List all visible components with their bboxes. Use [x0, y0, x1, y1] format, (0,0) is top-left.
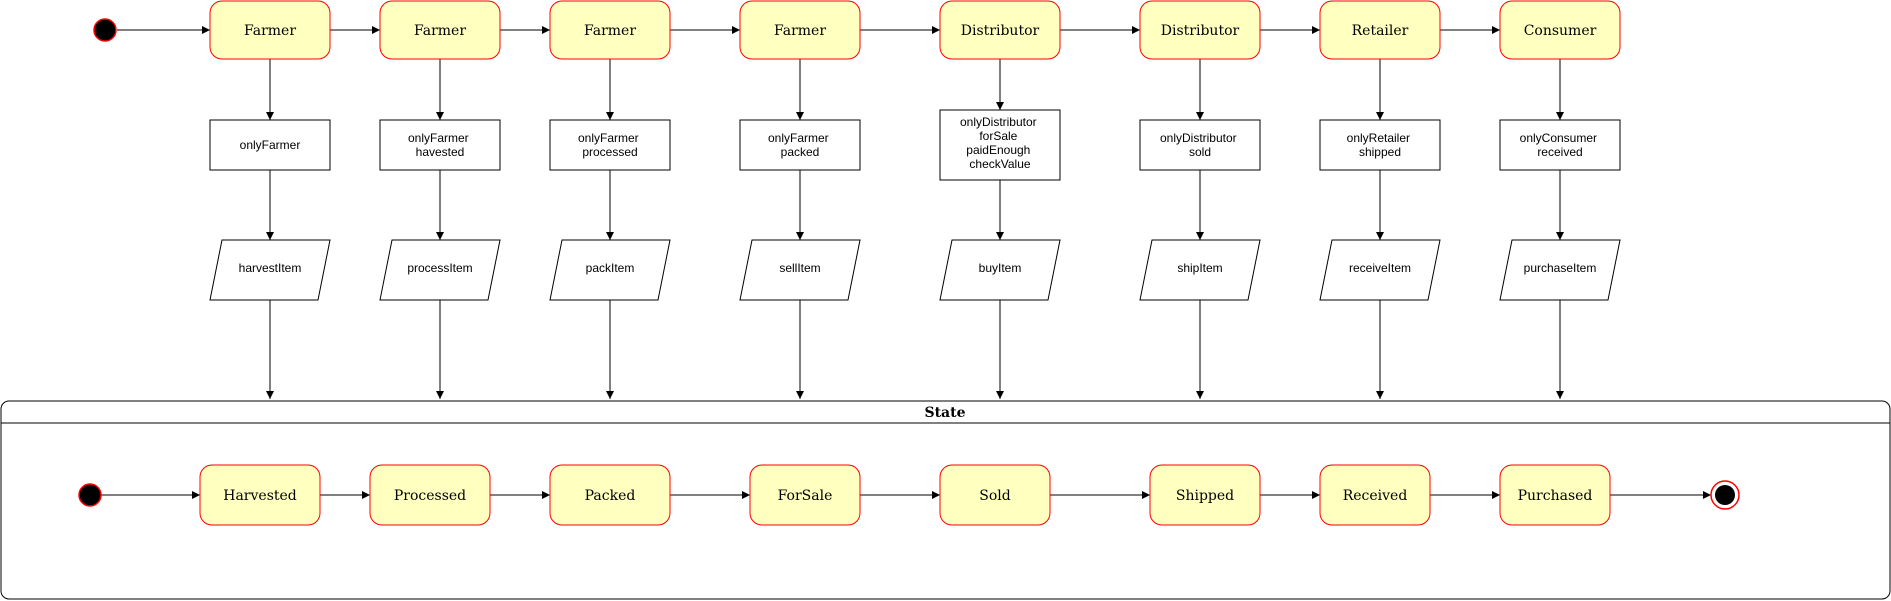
svg-text:onlyFarmer: onlyFarmer [240, 138, 301, 152]
function-7-label: receiveItem [1349, 261, 1411, 275]
top-start-node [93, 18, 117, 42]
actor-3: Farmer [549, 0, 671, 60]
actor-5: Distributor [939, 0, 1061, 60]
function-6-label: shipItem [1177, 261, 1222, 275]
guard-2-line-2: havested [416, 145, 465, 159]
actor-1: Farmer [209, 0, 331, 60]
guard-8: onlyConsumer received [1499, 119, 1621, 171]
guard-4: onlyFarmer packed [739, 119, 861, 171]
function-4-label: sellItem [779, 261, 820, 275]
guard-7-line-2: shipped [1359, 145, 1401, 159]
actor-7: Retailer [1319, 0, 1441, 60]
svg-text:onlyFarmer havested: onlyFarmer havested [408, 131, 472, 159]
guard-6-line-2: sold [1189, 145, 1211, 159]
guard-5-line-2: forSale [979, 129, 1017, 143]
guard-8-line-1: onlyConsumer [1520, 131, 1597, 145]
actor-6: Distributor [1139, 0, 1261, 60]
guard-2: onlyFarmer havested [379, 119, 501, 171]
state-7-label: Received [1343, 488, 1408, 504]
svg-text:onlyRetailer shipped: onlyRetailer shipped [1347, 131, 1414, 159]
state-2: Processed [369, 464, 491, 526]
state-end-node [1710, 480, 1740, 510]
guard-1: onlyFarmer [209, 119, 331, 171]
function-4: sellItem [739, 239, 861, 301]
state-1: Harvested [199, 464, 321, 526]
actor-3-label: Farmer [584, 23, 636, 39]
state-3: Packed [549, 464, 671, 526]
function-2-label: processItem [407, 261, 472, 275]
svg-text:onlyDistributor forSale: onlyDistributor forSale paidEnough check… [960, 115, 1040, 171]
guard-8-line-2: received [1537, 145, 1582, 159]
function-2: processItem [379, 239, 501, 301]
svg-text:onlyDistributor sold: onlyDistributor sold [1160, 131, 1240, 159]
state-8: Purchased [1499, 464, 1611, 526]
function-1-label: harvestItem [239, 261, 302, 275]
guard-5: onlyDistributor forSale paidEnough check… [939, 109, 1061, 181]
svg-text:onlyFarmer packed: onlyFarmer packed [768, 131, 832, 159]
svg-text:onlyConsumer received: onlyConsumer received [1520, 131, 1601, 159]
actor-2-label: Farmer [414, 23, 466, 39]
state-6-label: Shipped [1176, 488, 1234, 504]
state-6: Shipped [1149, 464, 1261, 526]
state-4: ForSale [749, 464, 861, 526]
function-7: receiveItem [1319, 239, 1441, 301]
state-2-label: Processed [394, 488, 466, 504]
guard-5-line-3: paidEnough [966, 143, 1030, 157]
actor-8-label: Consumer [1524, 23, 1597, 39]
state-3-label: Packed [585, 488, 636, 504]
state-8-label: Purchased [1518, 488, 1593, 504]
state-5: Sold [939, 464, 1051, 526]
function-6: shipItem [1139, 239, 1261, 301]
state-5-label: Sold [979, 488, 1010, 504]
state-panel-title: State [924, 405, 965, 421]
edges-layer [101, 26, 1711, 499]
function-8-label: purchaseItem [1524, 261, 1597, 275]
guard-2-line-1: onlyFarmer [408, 131, 469, 145]
actor-1-label: Farmer [244, 23, 296, 39]
actor-8: Consumer [1499, 0, 1621, 60]
guard-7: onlyRetailer shipped [1319, 119, 1441, 171]
function-1: harvestItem [209, 239, 331, 301]
guard-7-line-1: onlyRetailer [1347, 131, 1410, 145]
guard-5-line-1: onlyDistributor [960, 115, 1037, 129]
state-1-label: Harvested [223, 488, 297, 504]
state-start-node [78, 483, 102, 507]
guard-3: onlyFarmer processed [549, 119, 671, 171]
svg-text:onlyFarmer processed: onlyFarmer processed [578, 131, 642, 159]
function-5: buyItem [939, 239, 1061, 301]
function-3-label: packItem [586, 261, 635, 275]
guard-3-line-2: processed [582, 145, 637, 159]
actor-7-label: Retailer [1352, 23, 1409, 39]
function-8: purchaseItem [1499, 239, 1621, 301]
guard-6: onlyDistributor sold [1139, 119, 1261, 171]
actor-6-label: Distributor [1161, 23, 1240, 39]
guard-5-line-4: checkValue [969, 157, 1030, 171]
guard-4-line-1: onlyFarmer [768, 131, 829, 145]
guard-4-line-2: packed [781, 145, 820, 159]
function-5-label: buyItem [979, 261, 1022, 275]
function-3: packItem [549, 239, 671, 301]
state-4-label: ForSale [778, 488, 833, 504]
actor-5-label: Distributor [961, 23, 1040, 39]
guard-3-line-1: onlyFarmer [578, 131, 639, 145]
state-7: Received [1319, 464, 1431, 526]
actor-2: Farmer [379, 0, 501, 60]
guard-6-line-1: onlyDistributor [1160, 131, 1237, 145]
actor-4: Farmer [739, 0, 861, 60]
guard-1-line-1: onlyFarmer [240, 138, 301, 152]
actor-4-label: Farmer [774, 23, 826, 39]
